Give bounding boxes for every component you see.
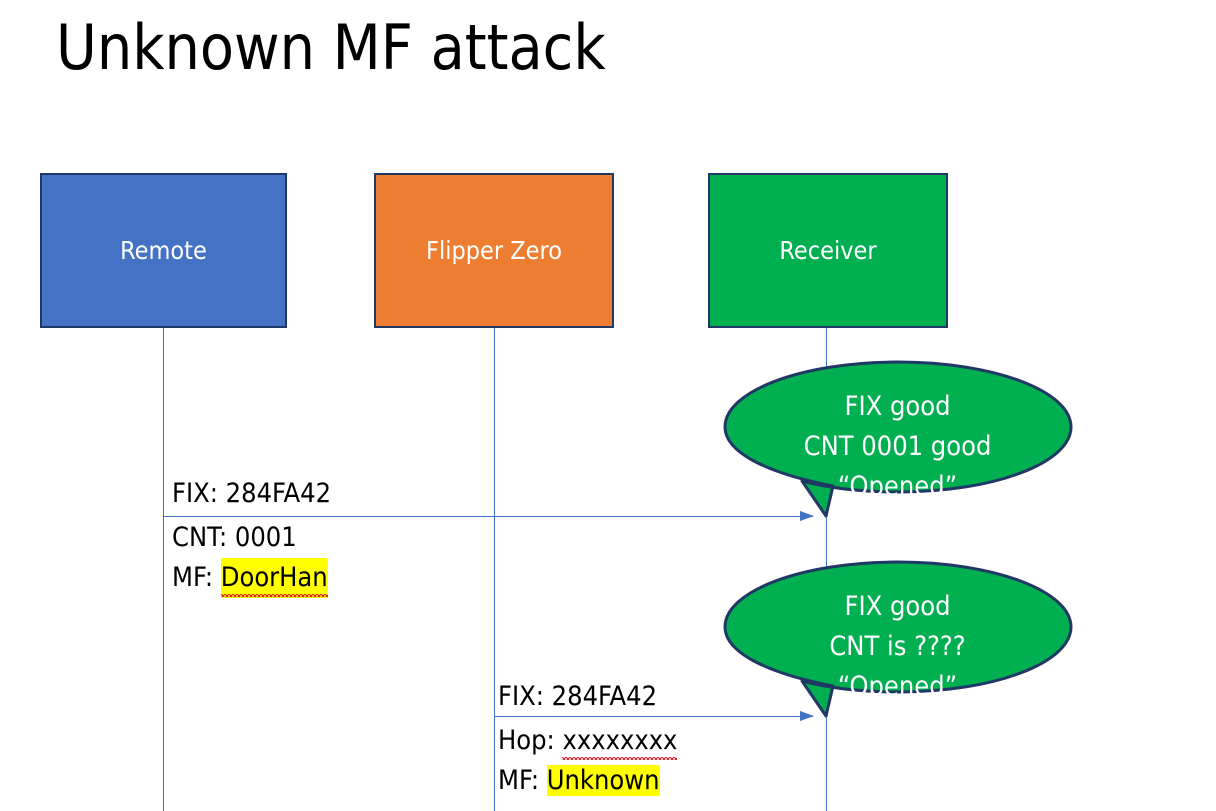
message-hop-value: xxxxxxxx [562, 721, 677, 761]
actor-box-flipper[interactable]: Flipper Zero [374, 173, 614, 328]
callout-bubble-first[interactable]: FIX good CNT 0001 good “Opened” [723, 360, 1073, 522]
callout-shape-icon [723, 560, 1073, 718]
message-hop-line: Hop: xxxxxxxx [498, 721, 677, 761]
actor-label-remote: Remote [120, 235, 207, 265]
message-mf-value-highlighted: DoorHan [220, 558, 328, 598]
message-arrow-flipper-to-receiver [494, 711, 814, 721]
message-hop-prefix: Hop: [498, 725, 563, 756]
actor-box-remote[interactable]: Remote [40, 173, 287, 328]
lifeline-flipper [494, 327, 495, 811]
message-label-remote-details: CNT: 0001 MF: DoorHan [172, 518, 328, 598]
actor-label-receiver: Receiver [779, 235, 877, 265]
message-fix-text: FIX: 284FA42 [172, 478, 332, 509]
message-mf-prefix: MF: [172, 562, 221, 593]
message-fix-text: FIX: 284FA42 [498, 681, 658, 712]
message-label-flipper-details: Hop: xxxxxxxx MF: Unknown [498, 721, 677, 801]
message-arrow-remote-to-receiver [163, 511, 814, 521]
message-mf-prefix: MF: [498, 765, 547, 796]
callout-shape-icon [723, 360, 1073, 518]
callout-bubble-second[interactable]: FIX good CNT is ???? “Opened” [723, 560, 1073, 722]
actor-box-receiver[interactable]: Receiver [708, 173, 948, 328]
message-label-remote-fix: FIX: 284FA42 [172, 474, 331, 514]
lifeline-remote [163, 327, 164, 811]
page-title: Unknown MF attack [56, 11, 606, 84]
actor-label-flipper: Flipper Zero [426, 235, 562, 265]
message-cnt-line: CNT: 0001 [172, 518, 328, 558]
message-label-flipper-fix: FIX: 284FA42 [498, 677, 657, 717]
message-mf-line: MF: DoorHan [172, 558, 328, 598]
message-cnt-text: CNT: 0001 [172, 522, 297, 553]
message-mf-line: MF: Unknown [498, 761, 677, 801]
message-mf-value-highlighted: Unknown [546, 765, 660, 796]
